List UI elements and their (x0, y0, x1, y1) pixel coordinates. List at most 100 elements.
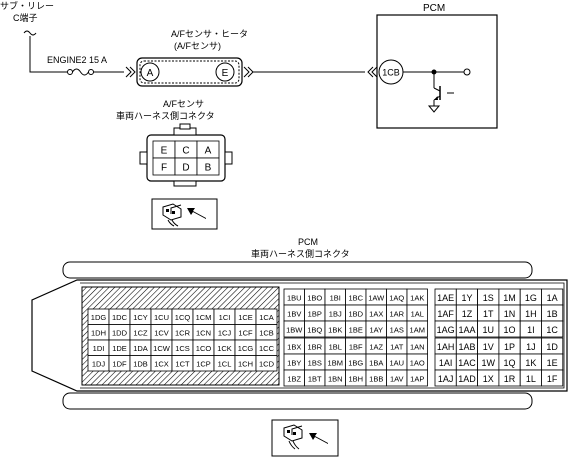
pin-label: 1J (526, 342, 536, 352)
pin-label: 1DD (112, 329, 128, 338)
pin-label: 1AR (389, 310, 404, 319)
af-connector-label-line2: 車両ハーネス側コネクタ (116, 110, 215, 121)
pin-label: 1CZ (133, 329, 148, 338)
pin-label: 1DE (112, 344, 127, 353)
connector-view-icon-bottom (271, 419, 339, 457)
relay-label-line1: サブ・リレー (0, 0, 54, 11)
pin-label: 1CS (175, 344, 190, 353)
af-sensor-heater-component (136, 57, 243, 87)
pin-label: 1BK (328, 326, 342, 335)
pin-label: 1G (525, 293, 537, 303)
pin-label: 1BF (349, 343, 363, 352)
pin-label: 1CX (154, 360, 169, 369)
pin-label: 1CH (238, 360, 253, 369)
pin-label: A (205, 146, 212, 157)
pcm-output-terminal (463, 68, 471, 76)
pin-label: 1BU (287, 294, 302, 303)
pin-label: 1BY (287, 359, 301, 368)
pin-label: 1K (525, 358, 536, 368)
pin-cell (406, 369, 428, 387)
pin-label: 1V (483, 342, 494, 352)
pin-label: 1BQ (307, 326, 322, 335)
pin-label: 1BZ (287, 375, 301, 384)
pin-label: 1AO (410, 359, 425, 368)
pin-label: 1AC (458, 358, 476, 368)
pin-label: 1S (483, 293, 494, 303)
pin-label: 1CF (238, 329, 253, 338)
pin-label: 1AG (437, 325, 455, 335)
pin-label: 1N (504, 309, 516, 319)
pin-label: 1CY (133, 313, 148, 322)
pin-label: 1BD (348, 310, 363, 319)
pin-label: 1AD (458, 374, 476, 384)
pin-label: 1BV (287, 310, 301, 319)
pin-label: 1B (547, 309, 558, 319)
pin-label: 1BS (308, 359, 322, 368)
terminal-e-label: E (222, 68, 229, 79)
pin-label: 1AJ (438, 374, 454, 384)
pin-label: 1AQ (389, 294, 404, 303)
pin-label: 1BO (307, 294, 322, 303)
pin-label: 1AV (390, 375, 404, 384)
ground-icon (427, 105, 441, 113)
pin-label: 1CK (217, 344, 232, 353)
pin-cell (541, 320, 564, 338)
pin-label: 1AF (437, 309, 454, 319)
pin-label: 1DH (91, 329, 106, 338)
pin-label: 1CQ (175, 313, 191, 322)
pin-label: 1DC (112, 313, 128, 322)
pin-label: 1CD (259, 360, 275, 369)
pin-label: 1AE (437, 293, 454, 303)
pin-label: 1AL (411, 310, 424, 319)
pin-label: 1DB (133, 360, 148, 369)
pin-label: 1X (483, 374, 494, 384)
sensor-label-line1: A/Fセンサ・ヒータ (171, 29, 248, 39)
pin-label: 1BW (286, 326, 303, 335)
pin-label: 1R (504, 374, 516, 384)
relay-label-line2: C端子 (13, 12, 38, 23)
pin-label: 1DF (112, 360, 127, 369)
connector-symbol-left (125, 66, 136, 78)
transistor-collector (433, 87, 441, 92)
pcm-connector-label-line2: 車両ハーネス側コネクタ (251, 248, 350, 259)
pin-label: 1AS (390, 326, 404, 335)
pin-label: 1AB (458, 342, 475, 352)
pin-label: 1BX (287, 343, 301, 352)
pin-label: B (205, 163, 212, 174)
pin-label: 1AU (389, 359, 404, 368)
pin-label: 1AA (458, 325, 475, 335)
pin-cell (406, 320, 428, 338)
pin-label: 1AX (369, 310, 383, 319)
pin-label: 1CP (196, 360, 211, 369)
pin-label: 1AK (410, 294, 424, 303)
pin-label: 1DI (93, 344, 105, 353)
pin-label: 1O (504, 325, 516, 335)
pin-label: 1BB (369, 375, 383, 384)
pin-label: 1AZ (369, 343, 383, 352)
pin-label: 1T (483, 309, 494, 319)
pin-label: 1M (503, 293, 516, 303)
pin-label: F (161, 163, 167, 174)
pin-label: 1E (547, 358, 558, 368)
pin-label: 1CG (238, 344, 254, 353)
pin-label: 1Y (461, 293, 472, 303)
pin-label: 1BL (329, 343, 342, 352)
pin-label: 1AM (410, 326, 425, 335)
wire-relay-to-fuse (29, 36, 67, 73)
pin-cell (255, 355, 278, 372)
pin-label: 1CL (218, 360, 232, 369)
pin-label: 1Z (462, 309, 473, 319)
pin-label: 1AI (439, 358, 453, 368)
pin-label: 1AN (410, 343, 425, 352)
terminal-a-label: A (147, 68, 154, 79)
pin-label: C (182, 146, 189, 157)
pin-label: 1I (527, 325, 535, 335)
pin-label: 1BR (307, 343, 322, 352)
terminal-1cb-label: 1CB (382, 68, 400, 78)
pin-label: 1AY (369, 326, 383, 335)
pin-label: 1W (482, 358, 496, 368)
pin-label: 1CV (154, 329, 169, 338)
fuse-icon (72, 68, 89, 76)
